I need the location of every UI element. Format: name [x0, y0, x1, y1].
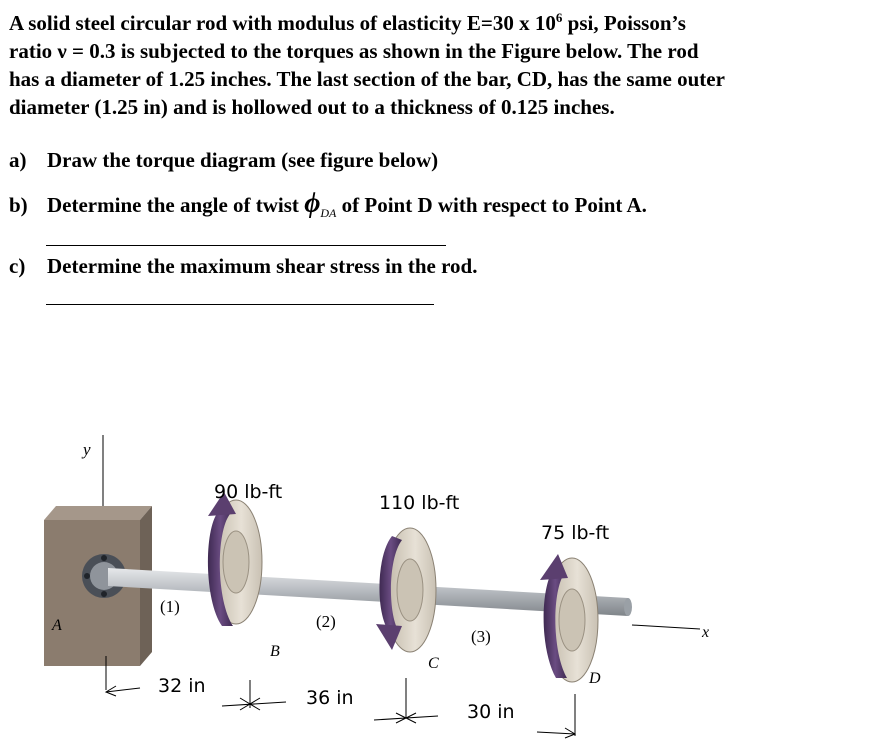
point-b-label: B: [270, 643, 280, 660]
point-d-label: D: [588, 670, 601, 687]
y-axis-label: y: [81, 440, 91, 459]
problem-line-3: has a diameter of 1.25 inches. The last …: [9, 67, 725, 91]
x-axis-label: x: [701, 624, 709, 641]
length-label-2: 36 in: [306, 687, 354, 709]
problem-line-2: ratio ν = 0.3 is subjected to the torque…: [9, 39, 699, 63]
segment-3-label: (3): [471, 627, 491, 646]
problem-line-1: A solid steel circular rod with modulus …: [9, 10, 686, 35]
answer-line-c[interactable]: [46, 304, 434, 305]
length-label-3: 30 in: [467, 701, 515, 723]
answer-line-b[interactable]: [46, 245, 446, 246]
segment-1-label: (1): [160, 597, 180, 616]
disk-d: [540, 554, 599, 683]
question-b: b)Determine the angle of twist ϕDA of Po…: [9, 188, 647, 221]
point-c-label: C: [428, 655, 439, 672]
segment-2-label: (2): [316, 612, 336, 631]
phi-symbol: ϕ: [304, 188, 321, 219]
length-label-1: 32 in: [158, 675, 206, 697]
dimension-lines: [104, 656, 577, 739]
torque-label-c: 110 lb-ft: [379, 492, 459, 514]
problem-line-4: diameter (1.25 in) and is hollowed out t…: [9, 95, 615, 119]
torque-arrow-c: [379, 536, 402, 630]
problem-statement: A solid steel circular rod with modulus …: [9, 4, 877, 121]
torque-label-b: 90 lb-ft: [214, 481, 282, 503]
disk-c: [376, 527, 437, 653]
torque-label-d: 75 lb-ft: [541, 522, 609, 544]
torque-arrow-d: [543, 570, 567, 678]
torque-arrow-b: [207, 512, 233, 626]
question-a: a)Draw the torque diagram (see figure be…: [9, 148, 439, 172]
disk-b: [207, 492, 263, 626]
torque-figure: y A x 90 lb-ft 110 lb-ft 7: [44, 435, 709, 739]
question-c: c)Determine the maximum shear stress in …: [9, 254, 478, 278]
x-axis-line: [631, 624, 701, 630]
point-a-label: A: [51, 617, 62, 634]
